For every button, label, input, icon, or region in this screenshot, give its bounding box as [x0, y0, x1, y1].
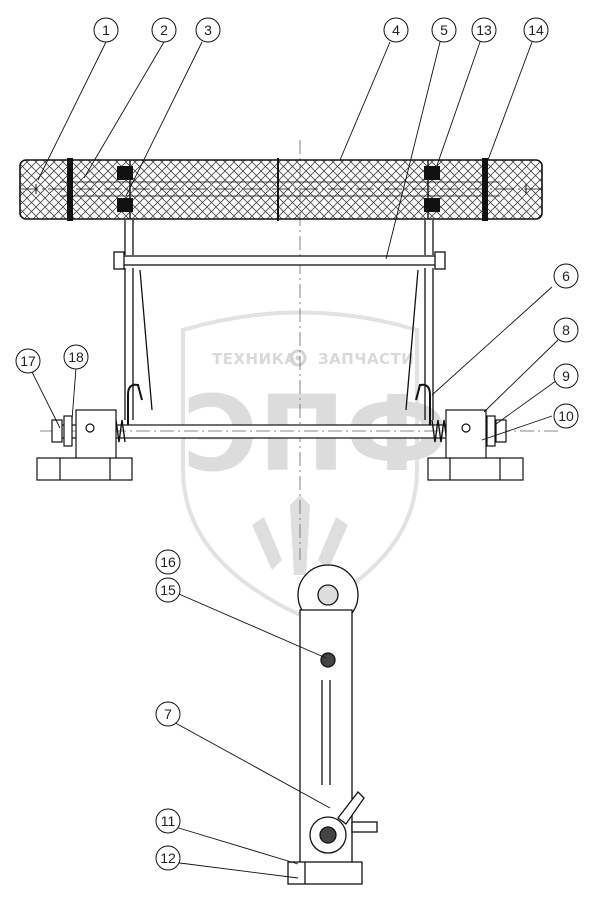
- svg-text:10: 10: [558, 408, 574, 424]
- watermark-text-right: ЗАПЧАСТИ: [318, 350, 414, 368]
- svg-text:8: 8: [562, 322, 570, 338]
- callout-17: 17: [15, 348, 41, 374]
- seal-right: [482, 158, 488, 221]
- seal-left: [67, 158, 73, 221]
- svg-text:11: 11: [161, 813, 176, 829]
- callout-8: 8: [553, 317, 579, 343]
- end-nut-left: [51, 419, 63, 443]
- gear-icon: [289, 349, 307, 367]
- svg-text:16: 16: [160, 554, 176, 570]
- svg-text:13: 13: [476, 22, 492, 38]
- watermark-text-left: ТЕХНИКА: [212, 350, 297, 368]
- main-shaft-assembly: [36, 409, 560, 481]
- hook-right: [415, 383, 431, 432]
- pivot-bolt: [320, 652, 336, 668]
- roller-body: [19, 159, 543, 220]
- lower-arm-assembly: [287, 564, 378, 885]
- washer-right: [486, 415, 496, 447]
- callout-12: 12: [155, 845, 181, 871]
- callout-10: 10: [553, 403, 579, 429]
- callout-5: 5: [431, 17, 457, 43]
- washer-left: [63, 415, 73, 447]
- callout-18: 18: [63, 344, 89, 370]
- svg-text:3: 3: [204, 22, 212, 38]
- top-pulley-hub: [317, 584, 339, 606]
- bearing-right-top: [424, 166, 440, 180]
- svg-text:4: 4: [392, 22, 400, 38]
- svg-text:15: 15: [160, 582, 176, 598]
- leader-lines: [31, 41, 561, 879]
- right-bracket: [405, 220, 434, 420]
- tie-rod-nut-right: [434, 251, 446, 270]
- callout-9: 9: [553, 363, 579, 389]
- svg-text:2: 2: [160, 22, 168, 38]
- callout-4: 4: [383, 17, 409, 43]
- svg-text:7: 7: [164, 706, 172, 722]
- callout-13: 13: [471, 17, 497, 43]
- bottom-pulley-hub: [319, 826, 337, 844]
- grease-fitting-left: [85, 423, 95, 433]
- callout-15: 15: [155, 577, 181, 603]
- svg-text:14: 14: [528, 22, 544, 38]
- bearing-left-top: [117, 166, 133, 180]
- tie-rod: [117, 255, 441, 266]
- lower-lever: [337, 791, 365, 825]
- svg-text:5: 5: [440, 22, 448, 38]
- roller-assembly: [19, 158, 543, 221]
- bearing-left-bottom: [117, 198, 133, 212]
- callout-6: 6: [553, 263, 579, 289]
- svg-text:1: 1: [102, 22, 110, 38]
- callouts: 1 2 3 4 5 13 14 6 8 9 10 17 18 16 15 7 1…: [15, 17, 579, 871]
- callout-14: 14: [523, 17, 549, 43]
- left-bracket: [124, 220, 153, 420]
- svg-text:9: 9: [562, 368, 570, 384]
- base-plate-left: [36, 457, 133, 481]
- base-plate-right: [427, 457, 524, 481]
- callout-16: 16: [155, 549, 181, 575]
- svg-text:17: 17: [20, 353, 36, 369]
- lower-pin: [351, 821, 378, 833]
- callout-2: 2: [151, 17, 177, 43]
- callout-1: 1: [93, 17, 119, 43]
- svg-text:18: 18: [68, 349, 84, 365]
- svg-text:6: 6: [562, 268, 570, 284]
- bearing-housing-right: [445, 409, 487, 461]
- bearing-housing-left: [75, 409, 117, 461]
- hook-left: [127, 383, 143, 432]
- tie-rod-nut-left: [113, 251, 125, 270]
- lower-base: [287, 861, 363, 885]
- callout-3: 3: [195, 17, 221, 43]
- callout-7: 7: [155, 701, 181, 727]
- callout-11: 11: [155, 808, 181, 834]
- wheat-icon: [252, 495, 348, 575]
- grease-fitting-right: [461, 423, 471, 433]
- frame: [113, 220, 446, 432]
- svg-text:12: 12: [160, 850, 176, 866]
- bearing-right-bottom: [424, 198, 440, 212]
